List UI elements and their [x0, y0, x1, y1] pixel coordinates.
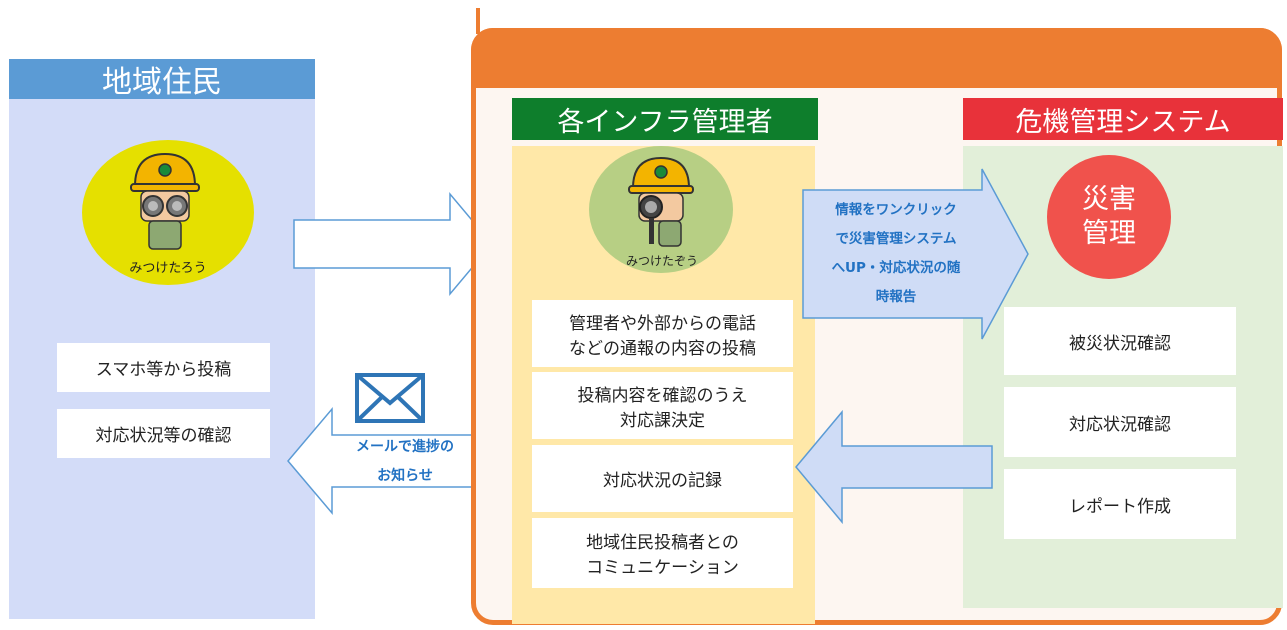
- mitsuketarou-label: みつけたろう: [129, 261, 207, 276]
- infra-item-post-report: 管理者や外部からの電話 などの通報の内容の投稿: [532, 300, 793, 367]
- mitsuketarou-character-icon: [130, 152, 200, 250]
- infra-item-communication-line-1: 地域住民投稿者との: [586, 533, 739, 553]
- infra-item-post-report-line-1: 管理者や外部からの電話: [569, 313, 756, 334]
- mail-icon: [355, 373, 425, 423]
- arrow-right-to-system: [802, 168, 1029, 340]
- arrow-to-system-line-2: で災害管理システム: [835, 231, 957, 247]
- arrow-to-system-line-1: 情報をワンクリック: [835, 202, 957, 218]
- system-item-status-check: 対応状況確認: [1004, 387, 1236, 457]
- mitsuketazou-character-icon: [628, 156, 694, 247]
- infra-item-communication: 地域住民投稿者との コミュニケーション: [532, 518, 793, 588]
- arrow-left-to-infra: [795, 409, 993, 525]
- residents-header: 地域住民: [9, 59, 315, 100]
- disaster-circle-line-2: 管理: [1082, 218, 1136, 249]
- system-item-damage-check: 被災状況確認: [1004, 307, 1236, 375]
- orange-frame-tick: [476, 8, 480, 34]
- infra-item-record-status: 対応状況の記録: [532, 445, 793, 512]
- infra-item-post-report-line-2: などの通報の内容の投稿: [569, 338, 756, 359]
- infra-item-assign-dept-line-2: 対応課決定: [620, 410, 705, 431]
- mitsuketazou-label: みつけたぞう: [625, 254, 698, 268]
- infra-item-assign-dept-line-1: 投稿内容を確認のうえ: [577, 385, 748, 406]
- disaster-circle-line-1: 災害: [1082, 184, 1136, 215]
- infra-item-communication-line-2: コミュニケーション: [586, 558, 739, 578]
- arrow-to-system-line-3: へUP・対応状況の随: [831, 260, 961, 276]
- residents-item-check: 対応状況等の確認: [57, 409, 270, 458]
- disaster-management-circle: 災害 管理: [1047, 155, 1171, 279]
- arrow-right-to-infra: [293, 191, 493, 297]
- system-item-report: レポート作成: [1004, 469, 1236, 539]
- mail-notice-line-2: お知らせ: [377, 468, 433, 484]
- mail-notice-label: メールで進捗の お知らせ: [330, 433, 480, 491]
- residents-item-post: スマホ等から投稿: [57, 343, 270, 392]
- orange-frame-top-bar: [471, 28, 1282, 88]
- infra-item-record-status-line-1: 対応状況の記録: [603, 471, 722, 491]
- arrow-to-system-line-4: 時報告: [875, 289, 917, 305]
- arrow-left-to-residents: [287, 406, 485, 516]
- infra-item-assign-dept: 投稿内容を確認のうえ 対応課決定: [532, 372, 793, 439]
- arrow-to-system-label: 情報をワンクリック で災害管理システム へUP・対応状況の随 時報告: [808, 196, 984, 312]
- system-header: 危機管理システム: [963, 98, 1283, 140]
- mail-notice-line-1: メールで進捗の: [356, 439, 454, 455]
- infra-header: 各インフラ管理者: [512, 98, 818, 140]
